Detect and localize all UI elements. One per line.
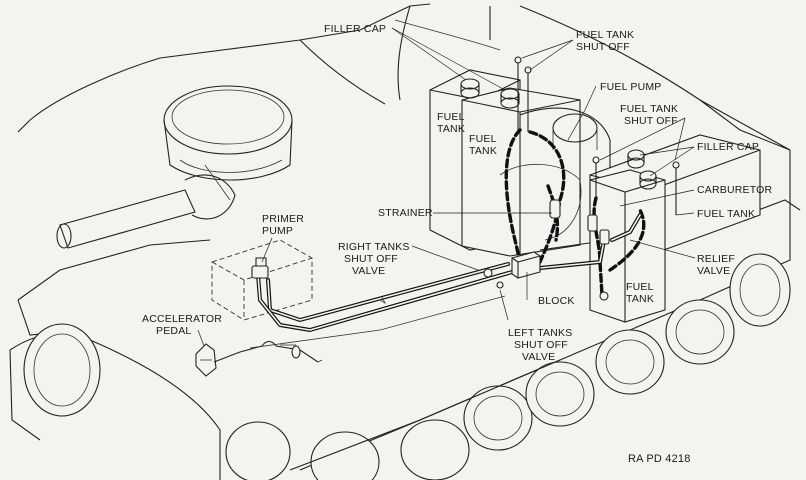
label-fuel-tank-left1-line2: TANK <box>437 123 465 135</box>
primer-pump-box <box>211 239 313 321</box>
label-fuel-tank-left1-line1: FUEL <box>437 111 465 123</box>
label-accelerator-pedal-line2: PEDAL <box>156 325 191 337</box>
right-fuel-tank-lower <box>589 169 666 323</box>
fuel-lines <box>256 128 646 332</box>
label-strainer: STRAINER <box>378 207 433 219</box>
label-right-tanks-line1: RIGHT TANKS <box>338 241 410 253</box>
accelerator-linkage <box>195 295 506 377</box>
label-accelerator-pedal-line1: ACCELERATOR <box>142 313 222 325</box>
label-fuel-tank-shut-off-right-line1: FUEL TANK <box>620 103 678 115</box>
label-primer-pump-line1: PRIMER <box>262 213 304 225</box>
engine-block <box>499 107 611 251</box>
label-left-tanks-line1: LEFT TANKS <box>508 327 572 339</box>
label-fuel-pump: FUEL PUMP <box>600 81 662 93</box>
label-filler-cap-top: FILLER CAP <box>324 23 386 35</box>
label-fuel-tank-left2-line1: FUEL <box>469 133 497 145</box>
label-relief-valve-line2: VALVE <box>697 265 730 277</box>
label-left-tanks-line2: SHUT OFF <box>514 339 568 351</box>
label-carburetor: CARBURETOR <box>697 184 773 196</box>
label-right-tanks-line2: SHUT OFF <box>344 253 398 265</box>
label-filler-cap-right: FILLER CAP <box>697 141 759 153</box>
label-fuel-tank-shut-off-right-line2: SHUT OFF <box>624 115 678 127</box>
filler-caps <box>460 78 657 190</box>
label-fuel-tank-right: FUEL TANK <box>697 208 755 220</box>
label-fuel-tank-left2-line2: TANK <box>469 145 497 157</box>
label-relief-valve-line1: RELIEF <box>697 253 735 265</box>
label-fuel-tank-shut-off-top-line2: SHUT OFF <box>576 41 630 53</box>
hatch-cupola <box>163 85 293 181</box>
label-right-tanks-line3: VALVE <box>352 265 385 277</box>
label-left-tanks-line3: VALVE <box>522 351 555 363</box>
label-fuel-tank-lower-line2: TANK <box>626 293 654 305</box>
primer-pump <box>251 257 269 279</box>
vehicle-hull <box>9 3 801 480</box>
label-primer-pump-line2: PUMP <box>262 225 293 237</box>
label-fuel-tank-shut-off-top-line1: FUEL TANK <box>576 29 634 41</box>
leader-lines <box>197 27 696 347</box>
label-block: BLOCK <box>538 295 575 307</box>
shut-off-stems <box>514 56 680 215</box>
label-fuel-tank-lower-line1: FUEL <box>626 281 654 293</box>
labels: FILLER CAP FUEL TANK SHUT OFF FUEL PUMP … <box>142 23 773 465</box>
reference-number: RA PD 4218 <box>628 453 691 465</box>
gun-barrel <box>56 164 236 249</box>
block-and-valves <box>483 199 610 301</box>
road-wheels <box>23 253 791 480</box>
